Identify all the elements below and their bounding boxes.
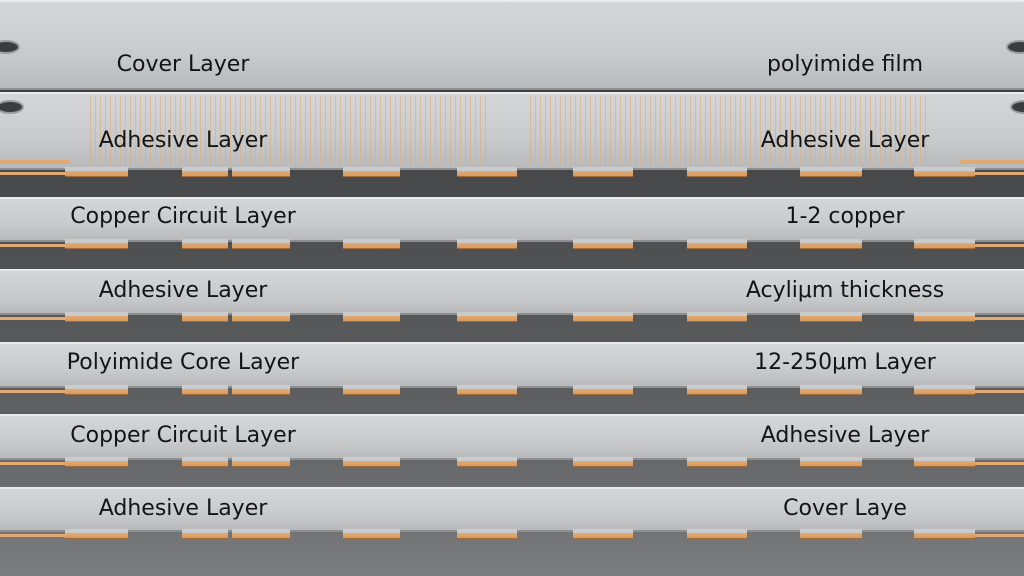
copper-pad — [800, 457, 862, 467]
copper-pad — [914, 385, 975, 395]
copper-pad — [232, 239, 290, 249]
copper-pad — [573, 529, 633, 539]
copper-pad — [914, 457, 975, 467]
layer-label-left: Adhesive Layer — [98, 128, 268, 153]
layer-label-left: Adhesive Layer — [98, 496, 268, 521]
layer-label-left: Cover Layer — [116, 52, 250, 77]
copper-pad — [343, 167, 400, 177]
layer-label-left: Copper Circuit Layer — [70, 204, 296, 229]
copper-trace — [0, 390, 66, 393]
copper-trace — [975, 317, 1024, 320]
copper-pad — [182, 529, 228, 539]
copper-pad — [457, 312, 517, 322]
copper-pad — [182, 385, 228, 395]
copper-pad — [65, 167, 128, 177]
copper-pad — [232, 529, 290, 539]
layer-label-left: Polyimide Core Layer — [66, 350, 300, 375]
copper-trace — [975, 534, 1024, 537]
copper-pad — [800, 385, 862, 395]
copper-pad — [687, 385, 747, 395]
layer-label-right: Adhesive Layer — [760, 423, 930, 448]
copper-trace — [0, 317, 66, 320]
copper-pad — [182, 457, 228, 467]
copper-pad — [687, 529, 747, 539]
copper-pad — [182, 312, 228, 322]
copper-pad — [687, 239, 747, 249]
copper-pad — [65, 457, 128, 467]
copper-pad — [232, 385, 290, 395]
layer-label-right: Cover Laye — [783, 496, 907, 521]
copper-pad — [232, 312, 290, 322]
mounting-hole — [1006, 40, 1024, 54]
copper-pad — [457, 529, 517, 539]
layer-label-right: Acyliμm thickness — [745, 278, 945, 303]
copper-pad — [914, 312, 975, 322]
copper-trace — [0, 534, 66, 537]
copper-pad — [800, 239, 862, 249]
copper-pad — [914, 529, 975, 539]
copper-trace — [975, 172, 1024, 175]
layer-label-left: Copper Circuit Layer — [70, 423, 296, 448]
copper-pad — [457, 457, 517, 467]
copper-pad — [457, 385, 517, 395]
copper-trace — [0, 244, 66, 247]
layer-plate — [0, 342, 1024, 388]
copper-trace — [0, 160, 70, 164]
copper-trace — [975, 244, 1024, 247]
copper-pad — [343, 239, 400, 249]
copper-pad — [457, 167, 517, 177]
copper-trace — [975, 390, 1024, 393]
copper-pad — [65, 239, 128, 249]
layer-label-right: polyimide film — [766, 52, 924, 77]
copper-trace — [0, 172, 66, 175]
copper-pad — [914, 239, 975, 249]
copper-pad — [687, 312, 747, 322]
copper-pad — [457, 239, 517, 249]
copper-pad — [800, 312, 862, 322]
copper-pad — [573, 167, 633, 177]
copper-pad — [343, 529, 400, 539]
copper-pad — [65, 529, 128, 539]
copper-pad — [687, 167, 747, 177]
layer-plate — [0, 0, 1024, 90]
layer-label-right: Adhesive Layer — [760, 128, 930, 153]
mounting-hole — [1010, 100, 1024, 114]
copper-trace — [975, 462, 1024, 465]
layer-label-right: 12-250μm Layer — [754, 350, 936, 375]
copper-pad — [232, 167, 290, 177]
mounting-hole — [0, 40, 20, 54]
copper-pad — [687, 457, 747, 467]
copper-pad — [343, 457, 400, 467]
copper-pad — [182, 167, 228, 177]
copper-pad — [573, 239, 633, 249]
copper-traces — [90, 95, 490, 165]
layer-label-left: Adhesive Layer — [98, 278, 268, 303]
copper-pad — [343, 312, 400, 322]
copper-traces — [530, 95, 930, 165]
copper-pad — [800, 167, 862, 177]
copper-pad — [914, 167, 975, 177]
copper-pad — [573, 457, 633, 467]
copper-trace — [960, 160, 1024, 164]
copper-pad — [232, 457, 290, 467]
layer-label-right: 1-2 copper — [785, 204, 905, 229]
copper-pad — [573, 312, 633, 322]
copper-pad — [182, 239, 228, 249]
copper-pad — [65, 385, 128, 395]
copper-pad — [343, 385, 400, 395]
copper-trace — [0, 462, 66, 465]
mounting-hole — [0, 100, 24, 114]
copper-pad — [800, 529, 862, 539]
copper-pad — [65, 312, 128, 322]
copper-pad — [573, 385, 633, 395]
